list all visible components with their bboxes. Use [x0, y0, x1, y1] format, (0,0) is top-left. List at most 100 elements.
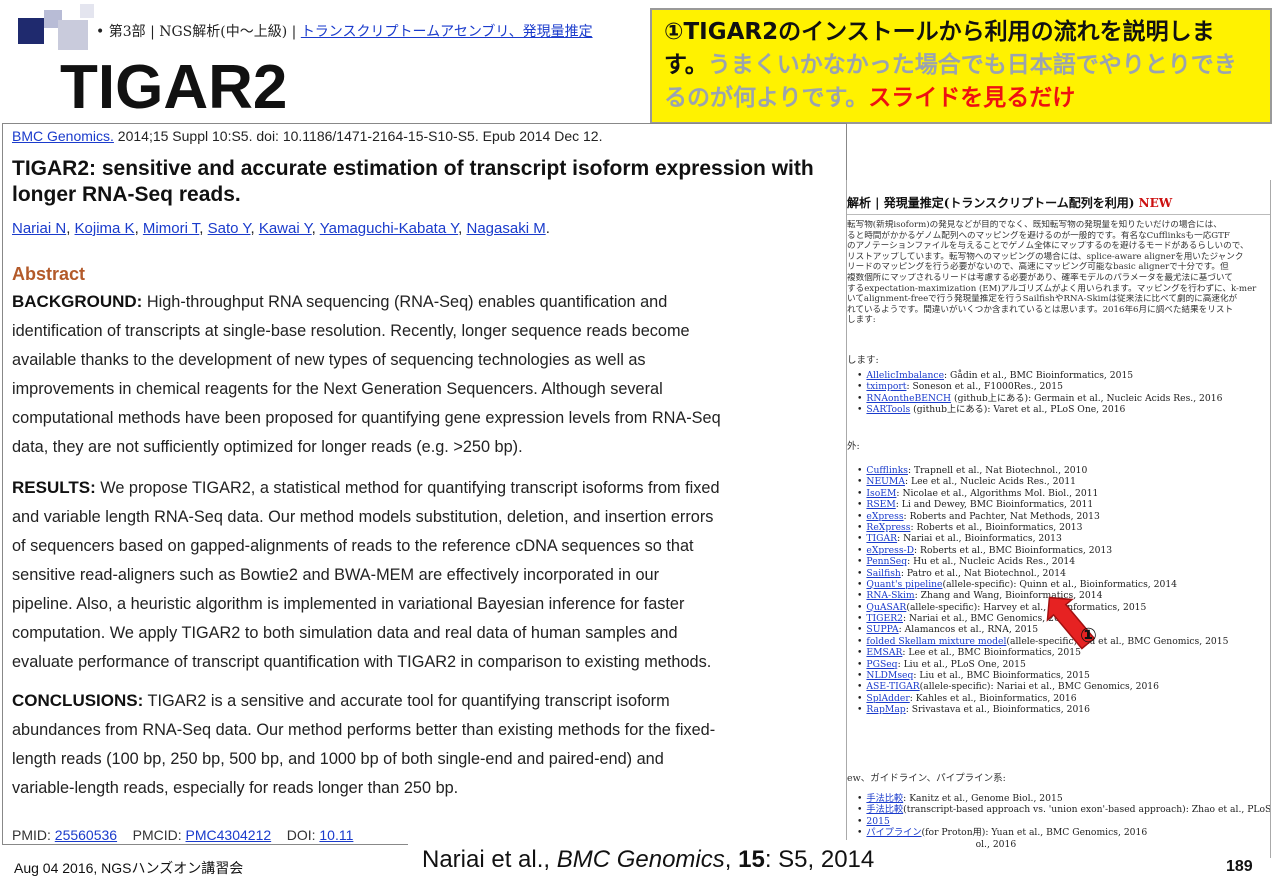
tool-link[interactable]: NEUMA: [866, 476, 905, 488]
author-link[interactable]: Yamaguchi-Kabata Y: [319, 220, 459, 237]
tool-list-1: AllelicImbalance: Gådin et al., BMC Bioi…: [857, 370, 1222, 416]
pmid-label: PMID:: [12, 827, 55, 843]
intro-line: リストアップしています。転写物へのマッピングの場合には、splice-aware…: [847, 251, 1244, 262]
tool-link[interactable]: Cufflinks: [866, 465, 908, 476]
page-number: 189: [1226, 858, 1253, 875]
journal-link[interactable]: BMC Genomics.: [12, 128, 114, 144]
tool-link[interactable]: IsoEM: [866, 487, 897, 499]
tool-link[interactable]: SARTools: [866, 404, 911, 416]
tool-link[interactable]: SplAdder: [866, 692, 910, 704]
list-item: QuASAR(allele-specific): Harvey et al., …: [857, 602, 1228, 613]
footer-date: Aug 04 2016, NGSハンズオン講習会: [14, 860, 244, 876]
intro-line: します:: [847, 315, 876, 326]
author-link[interactable]: Kawai Y: [258, 220, 312, 237]
tool-link[interactable]: AllelicImbalance: [866, 370, 945, 381]
section-label: します:: [847, 355, 879, 366]
author-link[interactable]: Mimori T: [142, 220, 200, 237]
pointer-arrow-icon: ①: [1046, 596, 1096, 650]
tool-link[interactable]: 2015: [866, 815, 890, 827]
list-item: PGSeq: Liu et al., PLoS One, 2015: [857, 659, 1228, 670]
tool-link[interactable]: Sailfish: [866, 567, 901, 579]
author-link[interactable]: Nagasaki M: [466, 220, 546, 237]
breadcrumb-prefix: • 第3部 | NGS解析(中～上級) |: [96, 24, 301, 40]
tool-link[interactable]: ASE-TIGAR: [866, 681, 920, 693]
paragraph-line: We propose TIGAR2, a statistical method …: [95, 479, 720, 497]
intro-line: 複数個所にマップされるリードは考慮する必要があり、確率モデルのパラメータを最尤法…: [847, 272, 1233, 283]
tool-link[interactable]: TIGER2: [866, 613, 903, 625]
slide-title: TIGAR2: [60, 53, 288, 122]
tool-link[interactable]: eXpress: [866, 510, 904, 522]
list-item: TIGAR: Nariai et al., Bioinformatics, 20…: [857, 533, 1228, 544]
list-item: 2015: [857, 815, 1270, 827]
intro-line: リードのマッピングを行う必要がないので、高速にマッピング可能なbasic ali…: [847, 262, 1229, 273]
author-link[interactable]: Sato Y: [207, 220, 251, 237]
tool-reference: : Roberts et al., BMC Bioinformatics, 20…: [914, 544, 1113, 556]
footer-journal: BMC Genomics: [556, 846, 725, 873]
tool-link[interactable]: PennSeq: [866, 556, 908, 568]
list-item: RNAontheBENCH (github上にある): Germain et a…: [857, 393, 1222, 404]
citation-text: 2014;15 Suppl 10:S5. doi: 10.1186/1471-2…: [113, 128, 603, 144]
right-page-heading: 解析 | 発現量推定(トランスクリプトーム配列を利用) NEW: [847, 194, 1172, 211]
tool-link[interactable]: パイプライン: [866, 827, 922, 839]
paragraph-line: identification of transcripts at single-…: [12, 322, 690, 340]
paragraph-line: improvements in chemical reagents for th…: [12, 380, 663, 398]
paragraph-line: available thanks to the development of n…: [12, 351, 646, 369]
list-item: Sailfish: Patro et al., Nat Biotechnol.,…: [857, 568, 1228, 579]
tool-reference: : Soneson et al., F1000Res., 2015: [906, 381, 1063, 393]
tool-link[interactable]: RSEM: [866, 499, 896, 511]
list-item: PennSeq: Hu et al., Nucleic Acids Res., …: [857, 556, 1228, 567]
decor-square: [44, 10, 62, 28]
tool-link[interactable]: RNAontheBENCH: [866, 392, 952, 404]
doi-label: DOI:: [286, 827, 320, 843]
paragraph-line: TIGAR2 is a sensitive and accurate tool …: [143, 692, 670, 710]
tool-link[interactable]: PGSeq: [866, 658, 898, 670]
author-link[interactable]: Nariai N: [12, 220, 67, 237]
tool-reference: : Zhang and Wang, Bioinformatics, 2014: [914, 590, 1103, 602]
list-item: Cufflinks: Trapnell et al., Nat Biotechn…: [857, 465, 1228, 476]
list-item: tximport: Soneson et al., F1000Res., 201…: [857, 381, 1222, 392]
tool-link[interactable]: eXpress-D: [866, 544, 915, 556]
paragraph-line: abundances from RNA-Seq data. Our method…: [12, 721, 716, 739]
tool-link[interactable]: tximport: [866, 381, 907, 393]
list-item: 手法比較: Kanitz et al., Genome Biol., 2015: [857, 793, 1270, 804]
tool-reference: : Srivastava et al., Bioinformatics, 201…: [905, 704, 1090, 716]
decor-square: [58, 20, 88, 50]
paragraph-line: sensitive read-aligners such as Bowtie2 …: [12, 566, 660, 584]
tool-link[interactable]: 手法比較: [866, 804, 904, 816]
list-item: ASE-TIGAR(allele-specific): Nariai et al…: [857, 681, 1228, 692]
tool-list-page: 解析 | 発現量推定(トランスクリプトーム配列を利用) NEW 転写物(新規is…: [846, 180, 1271, 858]
tool-reference: : Gådin et al., BMC Bioinformatics, 2015: [944, 370, 1134, 381]
intro-line: いてalignment-freeで行う発現量推定を行うSailfishやRNA-…: [847, 294, 1238, 305]
list-item: 手法比較(transcript-based approach vs. 'unio…: [857, 804, 1270, 816]
tool-link[interactable]: RapMap: [866, 704, 906, 716]
tool-link[interactable]: Quant's pipeline: [866, 578, 943, 590]
tool-link[interactable]: QuASAR: [866, 601, 907, 613]
tool-link[interactable]: EMSAR: [866, 647, 903, 659]
author-link[interactable]: Kojima K: [74, 220, 135, 237]
tool-link[interactable]: folded Skellam mixture model: [866, 635, 1007, 647]
tool-reference: : Liu et al., PLoS One, 2015: [897, 658, 1026, 670]
tool-link[interactable]: NLDMseq: [866, 670, 914, 682]
results-paragraph: RESULTS: We propose TIGAR2, a statistica…: [12, 473, 844, 677]
abstract-heading: Abstract: [12, 264, 86, 284]
list-item: IsoEM: Nicolae et al., Algorithms Mol. B…: [857, 488, 1228, 499]
breadcrumb: • 第3部 | NGS解析(中～上級) | トランスクリプトームアセンブリ、発現…: [96, 18, 656, 46]
tool-link[interactable]: TIGAR: [866, 533, 898, 545]
citation-line: BMC Genomics. 2014;15 Suppl 10:S5. doi: …: [12, 128, 602, 144]
tool-reference: : Nariai et al., BMC Genomics, 2014: [903, 613, 1072, 625]
pmcid-link[interactable]: PMC4304212: [185, 827, 272, 843]
tool-link[interactable]: ReXpress: [866, 521, 911, 533]
paragraph-line: evaluate performance of transcript quant…: [12, 653, 712, 671]
tool-link[interactable]: RNA-Skim: [866, 590, 915, 602]
list-item: RNA-Skim: Zhang and Wang, Bioinformatics…: [857, 590, 1228, 601]
list-item: EMSAR: Lee et al., BMC Bioinformatics, 2…: [857, 647, 1228, 658]
pmid-link[interactable]: 25560536: [54, 827, 118, 843]
doi-link[interactable]: 10.11: [319, 827, 354, 843]
breadcrumb-link[interactable]: トランスクリプトームアセンブリ、発現量推定: [300, 24, 593, 40]
tool-link[interactable]: 手法比較: [866, 793, 904, 804]
tool-reference: (allele-specific): Quinn et al., Bioinfo…: [942, 578, 1178, 590]
list-item: SUPPA: Alamancos et al., RNA, 2015: [857, 624, 1228, 635]
new-badge: NEW: [1138, 196, 1173, 210]
identifier-line: PMID: 25560536 PMCID: PMC4304212 DOI: 10…: [12, 827, 353, 843]
tool-link[interactable]: SUPPA: [866, 624, 899, 636]
